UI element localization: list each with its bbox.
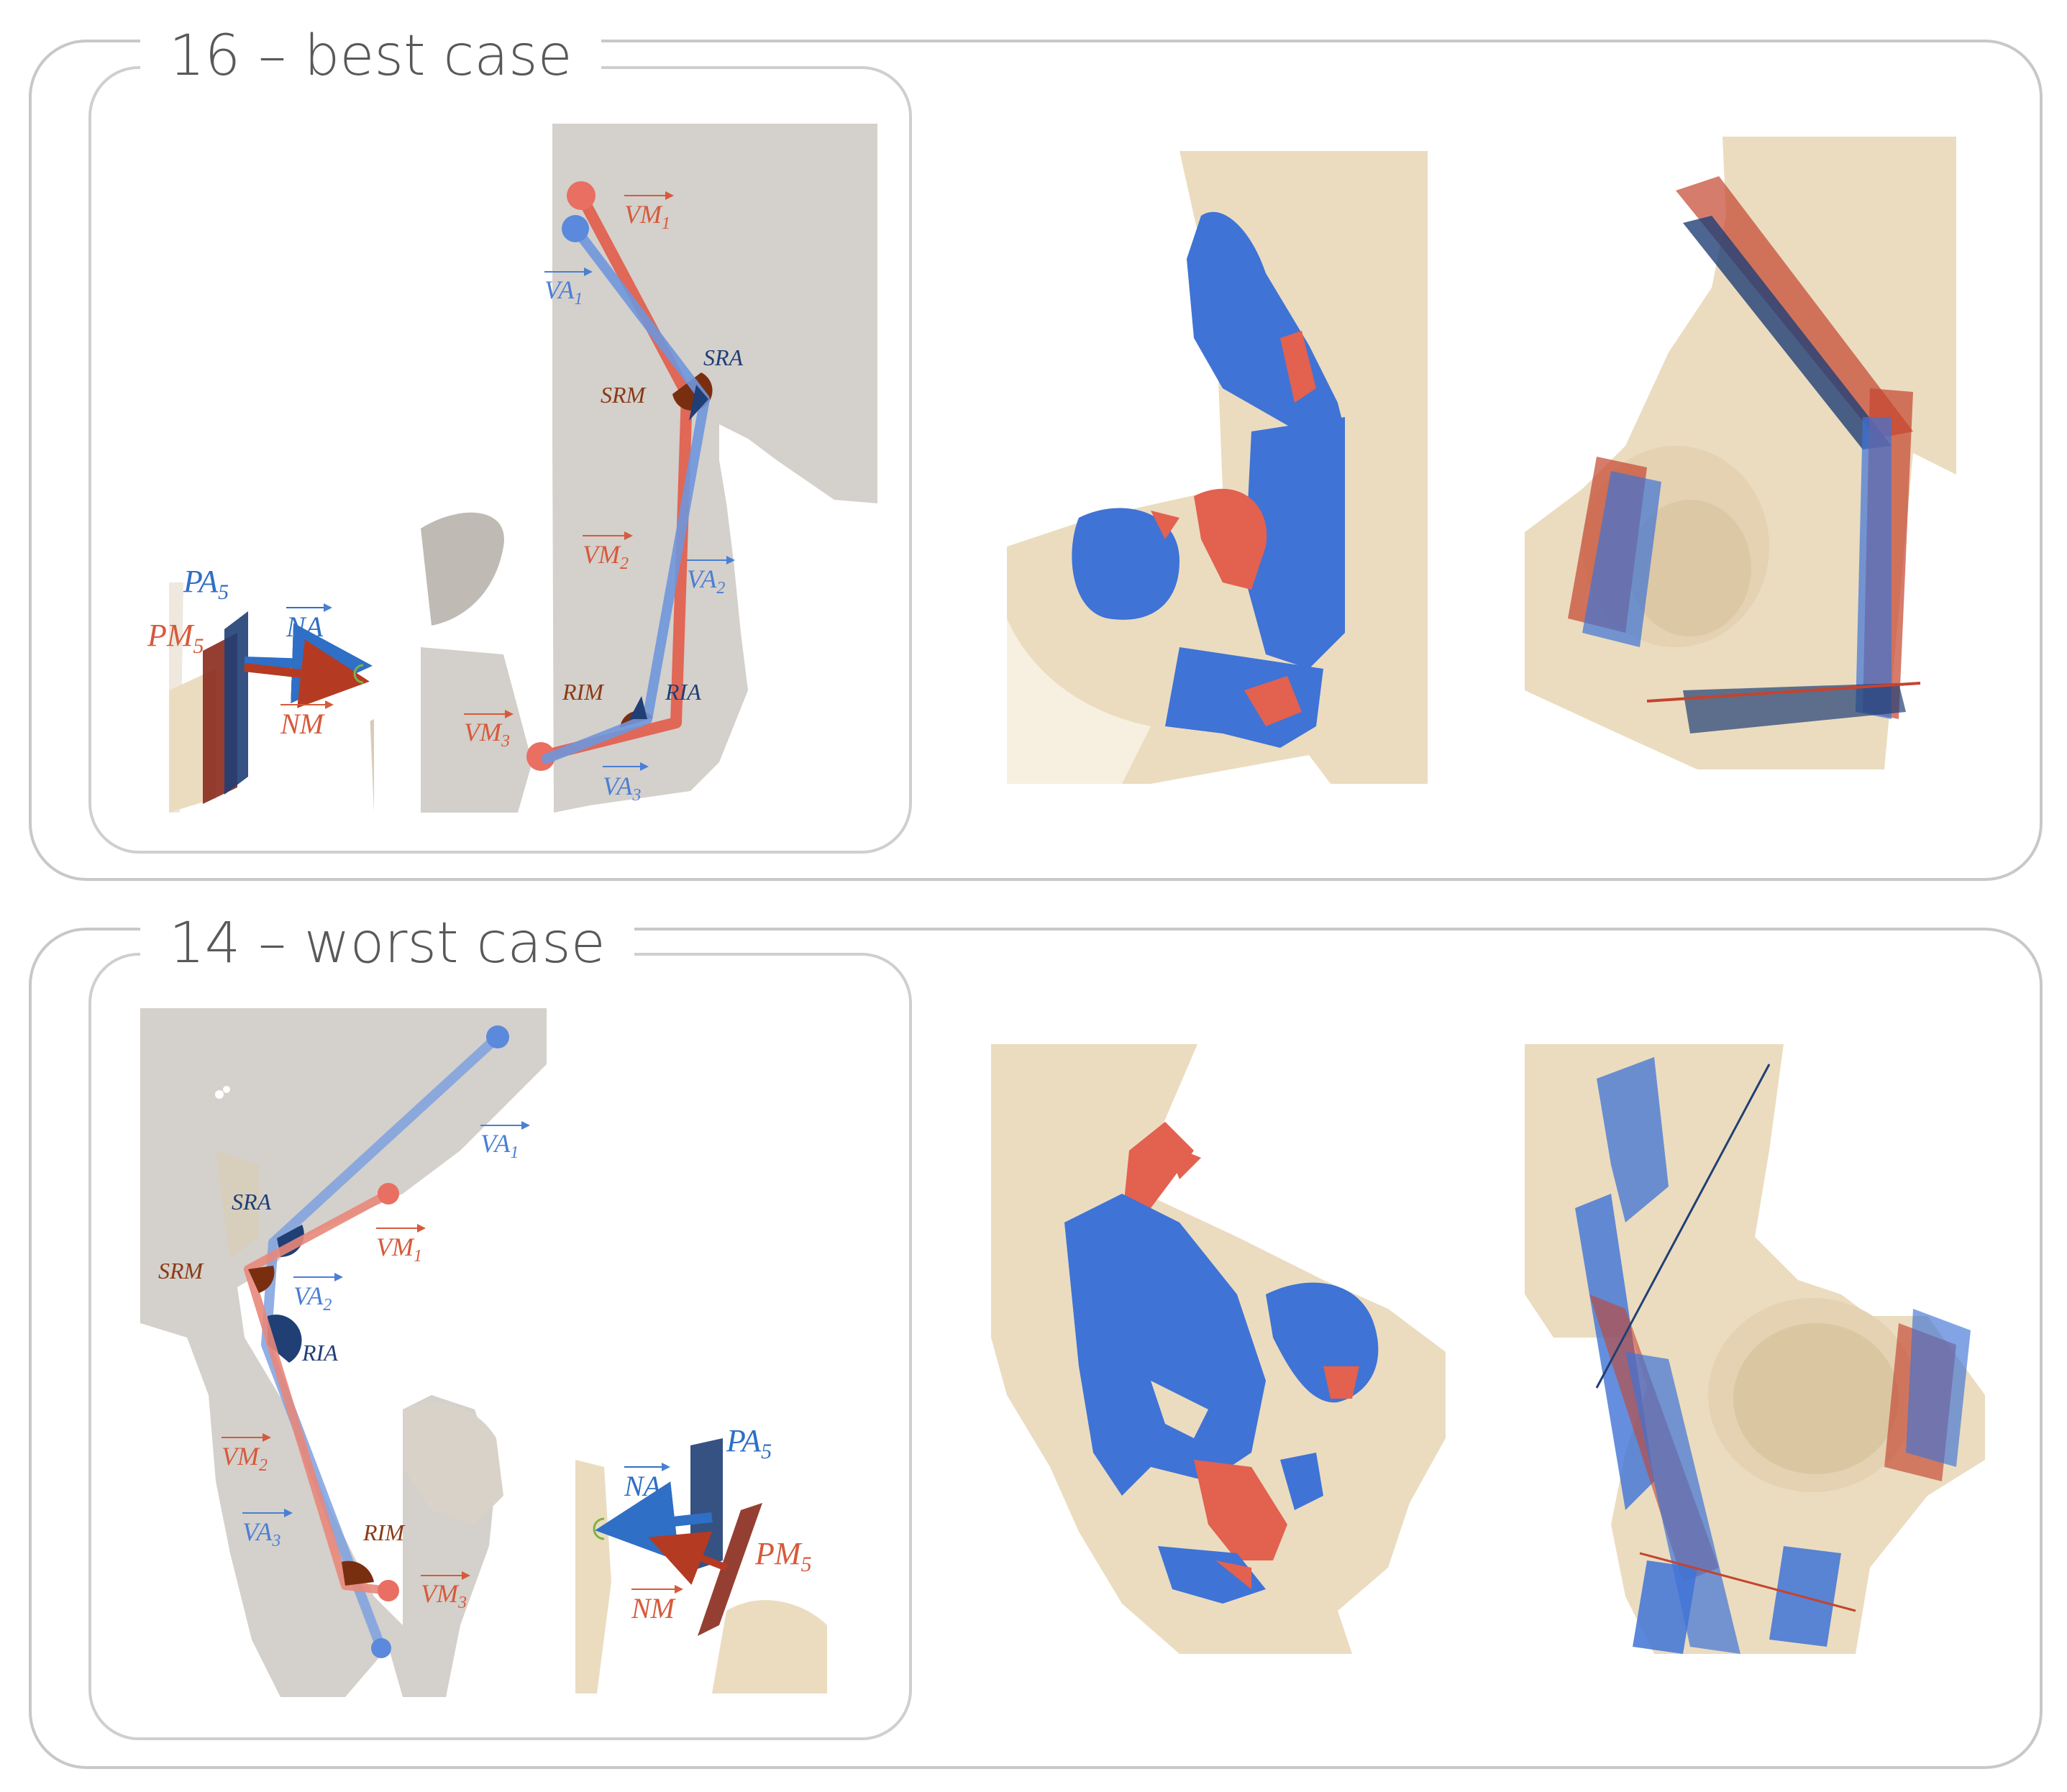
best-plane-normal-inset xyxy=(169,610,374,813)
worst-srm-label: SRM xyxy=(158,1258,205,1284)
svg-text:VA2: VA2 xyxy=(687,564,725,598)
worst-va2-label: VA xyxy=(293,1281,324,1310)
best-vm1-label: VM xyxy=(624,200,663,229)
worst-nm-vector xyxy=(648,1531,728,1586)
worst-vm1-point xyxy=(378,1183,399,1204)
svg-text:PA5: PA5 xyxy=(726,1423,772,1463)
svg-text:VM1: VM1 xyxy=(376,1233,422,1266)
best-surface-overlap-render xyxy=(1007,151,1428,784)
best-pa5-label: PA xyxy=(183,564,219,599)
svg-text:VA1: VA1 xyxy=(480,1129,519,1162)
svg-text:VM2: VM2 xyxy=(583,540,629,573)
worst-pm5-plane xyxy=(698,1503,762,1636)
svg-text:VM1: VM1 xyxy=(624,200,670,233)
best-vm2-label: VM xyxy=(583,540,621,569)
worst-case-panel xyxy=(29,928,2043,1769)
svg-text:VA2: VA2 xyxy=(293,1281,332,1315)
worst-plane-normal-inset xyxy=(575,1424,827,1693)
best-va2-label: VA xyxy=(687,564,717,593)
worst-vm1-label: VM xyxy=(376,1233,415,1261)
best-actual-vector-chain xyxy=(542,215,710,764)
best-na-label: NA xyxy=(286,611,324,643)
best-pa5-plane xyxy=(224,611,248,795)
worst-pa5-label: PA xyxy=(726,1423,762,1458)
worst-va3-point xyxy=(371,1638,391,1658)
best-ria-angle-marker xyxy=(629,696,647,719)
svg-text:VA3: VA3 xyxy=(242,1517,280,1550)
svg-text:VA1: VA1 xyxy=(544,275,583,308)
best-vm3-label: VM xyxy=(464,718,503,746)
best-plane-render xyxy=(1525,137,1956,769)
best-sra-label: SRA xyxy=(703,344,744,370)
best-vm3-point xyxy=(526,742,555,771)
best-nm-vector xyxy=(244,639,370,708)
best-rim-label: RIM xyxy=(562,679,605,705)
best-ria-label: RIA xyxy=(665,679,701,705)
worst-va1-label: VA xyxy=(480,1129,511,1158)
worst-na-vector xyxy=(595,1481,713,1562)
best-sra-angle-marker xyxy=(689,385,708,421)
worst-vm3-label: VM xyxy=(421,1579,460,1608)
worst-pm5-label: PM xyxy=(754,1536,803,1571)
worst-va1-point xyxy=(486,1025,509,1048)
worst-srm-angle-marker xyxy=(248,1266,275,1293)
worst-vm3-point xyxy=(378,1580,399,1601)
best-va3-label: VA xyxy=(603,772,633,800)
svg-text:VM2: VM2 xyxy=(222,1442,268,1475)
best-case-title: 16 – best case xyxy=(140,20,601,92)
worst-vector-labels: VA1 SRA VM1 SRM VA2 RIA VM2 VA3 RIM VM3 … xyxy=(158,1121,812,1624)
svg-text:VA3: VA3 xyxy=(603,772,641,805)
worst-plane-render xyxy=(1525,1044,1985,1654)
worst-na-label: NA xyxy=(624,1470,662,1502)
worst-nm-label: NM xyxy=(631,1592,677,1624)
svg-text:PA5: PA5 xyxy=(183,564,229,604)
best-srm-label: SRM xyxy=(601,382,647,408)
svg-text:PM5: PM5 xyxy=(147,618,204,658)
best-vector-labels: VM1 VA1 SRA SRM VM2 VA2 RIM RIA VM3 VA3 … xyxy=(147,191,744,805)
best-case-panel xyxy=(29,40,2043,881)
worst-rim-label: RIM xyxy=(362,1519,406,1545)
worst-grey-bone-image xyxy=(140,1008,547,1697)
svg-text:VM3: VM3 xyxy=(421,1579,467,1612)
worst-ria-label: RIA xyxy=(301,1340,338,1366)
svg-text:PM5: PM5 xyxy=(754,1536,812,1576)
best-nm-label: NM xyxy=(280,708,326,740)
worst-case-title: 14 – worst case xyxy=(140,908,634,979)
worst-surface-overlap-render xyxy=(991,1044,1446,1654)
best-va1-point xyxy=(562,215,589,242)
best-pm5-label: PM xyxy=(147,618,195,653)
worst-va3-label: VA xyxy=(242,1517,273,1546)
svg-text:VM3: VM3 xyxy=(464,718,510,751)
best-vm1-point xyxy=(567,181,596,210)
worst-rim-angle-marker xyxy=(342,1560,374,1586)
worst-measured-vector-chain xyxy=(244,1183,399,1601)
worst-sra-label: SRA xyxy=(232,1189,272,1215)
best-va1-label: VA xyxy=(544,275,575,304)
worst-pa5-plane xyxy=(690,1438,723,1571)
worst-vm2-label: VM xyxy=(222,1442,260,1471)
